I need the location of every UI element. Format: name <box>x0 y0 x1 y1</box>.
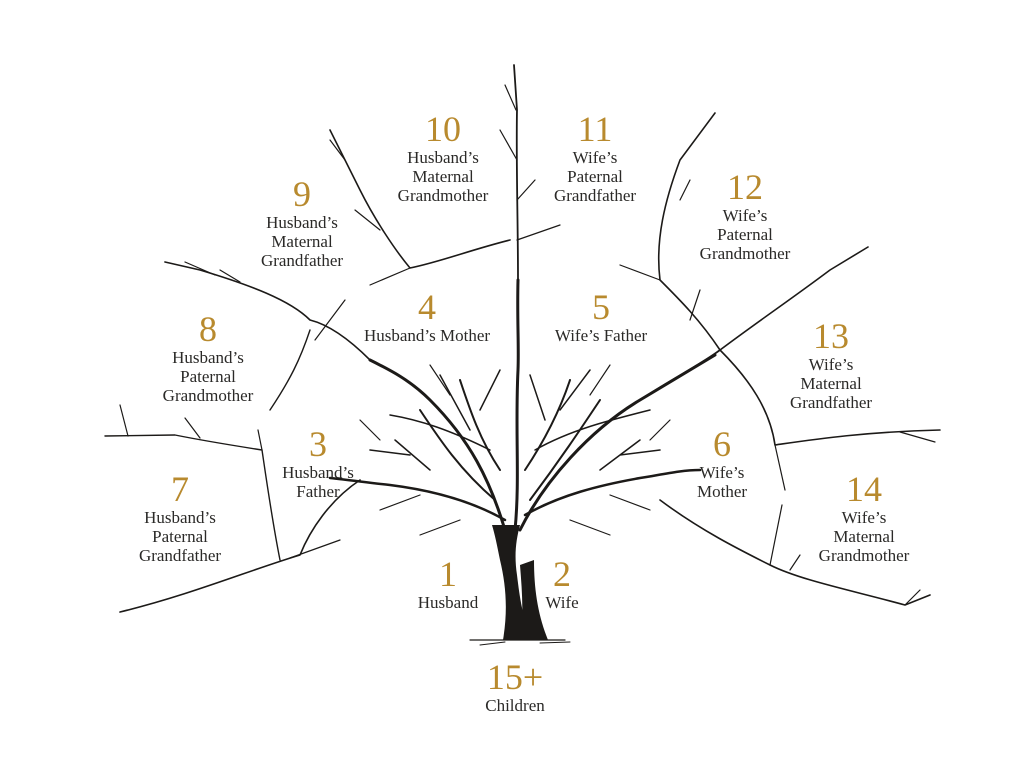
node-label: Grandmother <box>818 546 910 565</box>
node-label: Wife <box>545 593 579 612</box>
node-wife: 2 Wife <box>545 555 578 612</box>
node-label: Children <box>485 696 545 715</box>
node-number: 15+ <box>486 657 544 697</box>
node-label: Grandmother <box>397 186 489 205</box>
node-label: Father <box>296 482 340 501</box>
node-wifes-paternal-grandmother: 12 Wife’s Paternal Grandmother <box>700 168 791 263</box>
node-label: Husband’s <box>407 148 479 167</box>
node-label: Husband <box>417 593 479 612</box>
node-label: Maternal <box>271 232 333 251</box>
node-husbands-maternal-grandmother: 10 Husband’s Maternal Grandmother <box>398 110 489 205</box>
node-label: Grandmother <box>699 244 791 263</box>
node-number: 4 <box>417 287 436 327</box>
node-label: Maternal <box>833 527 895 546</box>
node-wifes-maternal-grandmother: 14 Wife’s Maternal Grandmother <box>819 470 910 565</box>
node-label: Husband’s <box>144 508 216 527</box>
node-label: Wife’s Father <box>554 326 648 345</box>
node-number: 2 <box>552 554 571 594</box>
node-number: 7 <box>171 469 189 509</box>
node-number: 14 <box>845 469 882 509</box>
node-label: Husband’s <box>172 348 244 367</box>
node-label: Grandfather <box>789 393 873 412</box>
node-label: Wife’s <box>808 355 854 374</box>
node-number: 9 <box>293 174 311 214</box>
node-label: Paternal <box>717 225 773 244</box>
node-label: Wife’s <box>699 463 745 482</box>
husband-side-branches <box>104 129 511 613</box>
node-label: Mother <box>696 482 748 501</box>
node-number: 13 <box>813 316 849 356</box>
node-label: Grandmother <box>162 386 254 405</box>
node-husband: 1 Husband <box>418 555 478 612</box>
node-label: Paternal <box>567 167 623 186</box>
node-label: Wife’s <box>841 508 887 527</box>
node-label: Grandfather <box>138 546 222 565</box>
node-label: Wife’s <box>572 148 618 167</box>
node-wifes-paternal-grandfather: 11 Wife’s Paternal Grandfather <box>554 110 636 205</box>
node-number: 12 <box>726 167 763 207</box>
node-husbands-maternal-grandfather: 9 Husband’s Maternal Grandfather <box>261 175 343 270</box>
node-number: 1 <box>438 554 457 594</box>
node-husbands-paternal-grandmother: 8 Husband’s Paternal Grandmother <box>163 310 254 405</box>
node-label: Husband’s Mother <box>363 326 491 345</box>
node-label: Maternal <box>412 167 474 186</box>
node-number: 6 <box>712 424 731 464</box>
node-number: 10 <box>424 109 461 149</box>
node-wifes-mother: 6 Wife’s Mother <box>697 425 747 501</box>
node-label: Maternal <box>800 374 862 393</box>
tree-trunk <box>469 525 571 646</box>
node-label: Wife’s <box>722 206 768 225</box>
node-label: Husband’s <box>266 213 338 232</box>
node-number: 8 <box>198 309 217 349</box>
wife-side-branches <box>499 64 941 606</box>
node-label: Grandfather <box>260 251 344 270</box>
node-label: Husband’s <box>282 463 354 482</box>
node-wifes-father: 5 Wife’s Father <box>555 288 647 345</box>
node-husbands-paternal-grandfather: 7 Husband’s Paternal Grandfather <box>139 470 221 565</box>
node-number: 3 <box>309 424 327 464</box>
node-children: 15+ Children <box>485 658 545 715</box>
node-label: Grandfather <box>553 186 637 205</box>
node-wifes-maternal-grandfather: 13 Wife’s Maternal Grandfather <box>790 317 872 412</box>
node-husbands-mother: 4 Husband’s Mother <box>364 288 490 345</box>
node-label: Paternal <box>180 367 236 386</box>
tree-crown <box>328 278 717 536</box>
node-label: Paternal <box>152 527 208 546</box>
node-husbands-father: 3 Husband’s Father <box>282 425 354 501</box>
node-number: 11 <box>577 109 613 149</box>
node-number: 5 <box>591 287 610 327</box>
